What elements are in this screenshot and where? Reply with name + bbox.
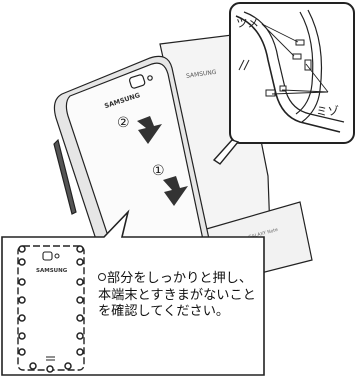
- groove-label: ミゾ: [316, 104, 339, 118]
- ring-marker-icon: [18, 348, 26, 356]
- instruction-text-block: 部分をしっかりと押し、本端末とすきまがないことを確認してください。: [98, 271, 260, 321]
- press-arrow-1: [163, 176, 188, 206]
- ring-marker-icon: [76, 332, 84, 340]
- ring-marker-icon: [46, 365, 54, 373]
- step-two-label: ②: [117, 115, 130, 131]
- press-arrow-2: [137, 116, 162, 144]
- ring-marker-icon: [76, 278, 84, 286]
- camera-icon: [128, 74, 146, 89]
- ring-marker-icon: [76, 245, 84, 253]
- ring-marker-icon: [98, 273, 106, 281]
- callout-phone-diagram: [17, 245, 85, 373]
- instruction-text: 部分をしっかりと押し、本端末とすきまがないことを確認してください。: [98, 271, 256, 319]
- ring-marker-icon: [64, 362, 72, 370]
- ring-marker-icon: [18, 332, 26, 340]
- ring-marker-icon: [18, 245, 26, 253]
- ring-marker-icon: [76, 296, 84, 304]
- tab-label: ツメ: [236, 16, 259, 30]
- ring-marker-icon: [18, 314, 26, 322]
- ring-marker-icon: [76, 258, 84, 266]
- ring-marker-icon: [29, 362, 37, 370]
- flip-cover-brand: SAMSUNG: [186, 69, 218, 80]
- step-one-label: ①: [152, 163, 165, 179]
- ring-marker-icon: [18, 258, 26, 266]
- ring-marker-icon: [76, 348, 84, 356]
- ring-marker-icon: [18, 278, 26, 286]
- callout-cover-brand: SAMSUNG: [36, 268, 68, 274]
- detail-inset: [212, 2, 355, 165]
- ring-marker-icon: [18, 296, 26, 304]
- ring-marker-icon: [76, 314, 84, 322]
